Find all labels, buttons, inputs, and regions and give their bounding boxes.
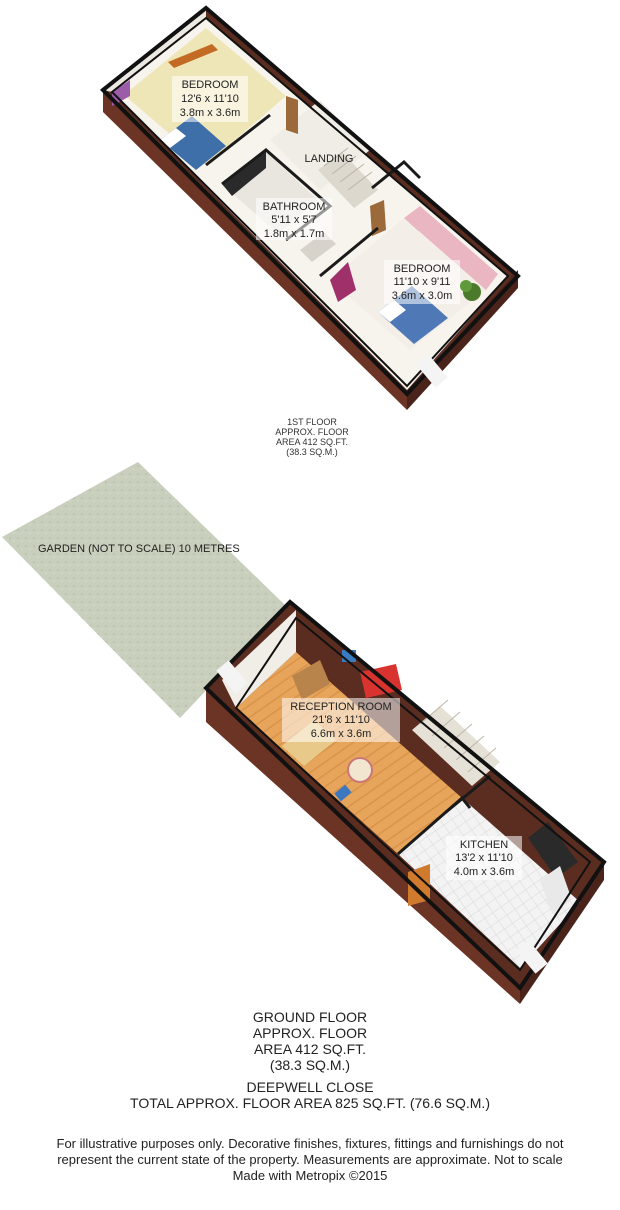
red-feature <box>360 664 402 698</box>
label-bedroom-1: BEDROOM 12'6 x 11'10 3.8m x 3.6m <box>172 76 248 122</box>
garden-label: GARDEN (NOT TO SCALE) 10 METRES <box>38 543 240 555</box>
ground-floor-caption-line1: GROUND FLOOR <box>252 1009 368 1025</box>
bedroom-2-imperial: 11'10 x 9'11 <box>393 276 450 288</box>
kitchen-metric: 4.0m x 3.6m <box>454 866 515 878</box>
ground-floor-wall-outline <box>203 599 607 992</box>
property-total-area: TOTAL APPROX. FLOOR AREA 825 SQ.FT. (76.… <box>130 1095 490 1111</box>
label-landing: LANDING <box>305 153 354 165</box>
plant-icon <box>460 280 481 301</box>
reception-room-name: RECEPTION ROOM <box>290 701 391 713</box>
ground-floor-caption-line3: AREA 412 SQ.FT. <box>253 1041 367 1057</box>
disclaimer-line1: For illustrative purposes only. Decorati… <box>56 1136 564 1151</box>
kitchen-imperial: 13'2 x 11'10 <box>455 852 513 864</box>
rug <box>347 757 373 783</box>
staircase-ground-floor <box>412 699 500 786</box>
property-summary: DEEPWELL CLOSE TOTAL APPROX. FLOOR AREA … <box>0 1079 620 1111</box>
ground-floor-caption: GROUND FLOOR APPROX. FLOOR AREA 412 SQ.F… <box>210 1009 410 1073</box>
first-floor-labels: BEDROOM 12'6 x 11'10 3.8m x 3.6m LANDING… <box>172 76 460 304</box>
disclaimer-line2: represent the current state of the prope… <box>57 1152 563 1167</box>
label-reception-room: RECEPTION ROOM 21'8 x 11'10 6.6m x 3.6m <box>282 698 400 742</box>
bathroom-metric: 1.8m x 1.7m <box>264 228 325 240</box>
bathroom-imperial: 5'11 x 5'7 <box>271 214 317 226</box>
label-kitchen: KITCHEN 13'2 x 11'10 4.0m x 3.6m <box>446 836 522 880</box>
property-name: DEEPWELL CLOSE <box>246 1079 374 1095</box>
garden-area: GARDEN (NOT TO SCALE) 10 METRES <box>2 462 286 718</box>
bedroom-2-name: BEDROOM <box>394 263 451 275</box>
ground-floor-caption-line4: (38.3 SQ.M.) <box>269 1057 351 1073</box>
first-floor-caption-line3: AREA 412 SQ.FT. <box>275 437 349 447</box>
first-floor-caption-line4: (38.3 SQ.M.) <box>286 447 338 457</box>
bedroom-2-metric: 3.6m x 3.0m <box>392 290 453 302</box>
bathroom-name: BATHROOM <box>263 201 326 213</box>
disclaimer-line3: Made with Metropix ©2015 <box>232 1168 388 1183</box>
ground-floor-caption-line2: APPROX. FLOOR <box>252 1025 368 1041</box>
bedroom-1-imperial: 12'6 x 11'10 <box>181 93 239 105</box>
bedroom-1-metric: 3.8m x 3.6m <box>180 107 241 119</box>
first-floor-caption: 1ST FLOOR APPROX. FLOOR AREA 412 SQ.FT. … <box>250 417 374 457</box>
staircase-first-floor <box>318 147 378 208</box>
kitchen-floor <box>398 798 580 968</box>
first-floor-caption-line2: APPROX. FLOOR <box>275 427 349 437</box>
landing-name: LANDING <box>305 153 354 165</box>
garden-lawn <box>2 462 286 718</box>
label-bathroom: BATHROOM 5'11 x 5'7 1.8m x 1.7m <box>256 198 332 240</box>
first-floor-wall-outline <box>100 5 521 397</box>
bedroom-1-name: BEDROOM <box>182 79 239 91</box>
ground-floor-plan <box>203 599 607 1004</box>
label-bedroom-2: BEDROOM 11'10 x 9'11 3.6m x 3.0m <box>384 260 460 304</box>
ground-floor-labels: RECEPTION ROOM 21'8 x 11'10 6.6m x 3.6m … <box>282 698 522 880</box>
reception-room-imperial: 21'8 x 11'10 <box>312 714 370 726</box>
kitchen-name: KITCHEN <box>460 839 508 851</box>
first-floor-caption-line1: 1ST FLOOR <box>287 417 337 427</box>
kitchen-hob <box>528 822 578 878</box>
disclaimer: For illustrative purposes only. Decorati… <box>0 1136 620 1184</box>
reception-room-metric: 6.6m x 3.6m <box>311 728 372 740</box>
